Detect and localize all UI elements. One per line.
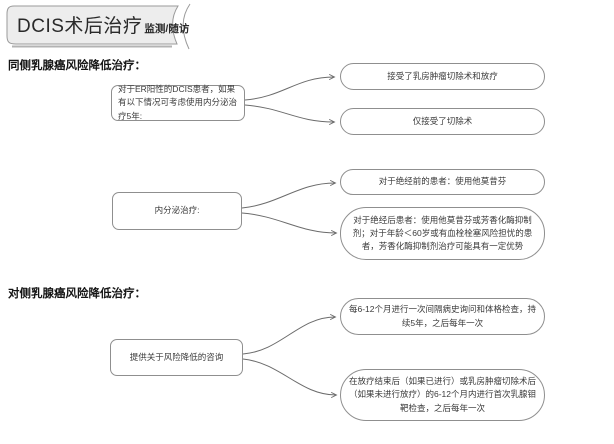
connector-b-to-p3 — [241, 183, 335, 209]
node-lumpectomy-and-radiotherapy: 接受了乳房肿瘤切除术和放疗 — [340, 63, 545, 90]
page-title: DCIS术后治疗 监测/随访 — [17, 11, 189, 38]
node-er-positive-dcis: 对于ER阳性的DCIS患者，如果有以下情况可考虑使用内分泌治疗5年: — [111, 84, 245, 121]
connector-c-to-p5 — [242, 317, 335, 355]
node-endocrine-therapy: 内分泌治疗: — [112, 192, 242, 230]
node-premenopausal-tamoxifen: 对于绝经前的患者：使用他莫昔芬 — [340, 169, 545, 195]
connector-c-to-p6 — [242, 358, 336, 395]
connector-a-to-p1 — [244, 77, 334, 101]
node-excision-only: 仅接受了切除术 — [340, 108, 545, 135]
section-heading-contralateral: 对侧乳腺癌风险降低治疗： — [8, 288, 146, 300]
node-history-and-physical-exam: 每6-12个月进行一次间隔病史询问和体格检查，持续5年，之后每年一次 — [340, 298, 545, 335]
node-risk-reduction-counseling: 提供关于风险降低的咨询 — [110, 339, 243, 376]
page-title-sub: 监测/随访 — [144, 23, 190, 35]
ribbon-shape-icon — [6, 3, 191, 50]
page-title-main: DCIS术后治疗 — [17, 16, 143, 37]
node-mammogram-schedule: 在放疗结束后（如果已进行）或乳房肿瘤切除术后（如果未进行放疗）的6-12个月内进… — [340, 369, 545, 421]
node-postmenopausal-options: 对于绝经后患者：使用他莫昔芬或芳香化酶抑制剂；对于年龄＜60岁或有血栓栓塞风险担… — [340, 207, 545, 260]
connector-b-to-p4 — [241, 212, 336, 233]
title-banner: DCIS术后治疗 监测/随访 — [2, 2, 207, 54]
section-heading-ipsilateral: 同侧乳腺癌风险降低治疗： — [8, 60, 146, 72]
connector-a-to-p2 — [244, 104, 334, 122]
